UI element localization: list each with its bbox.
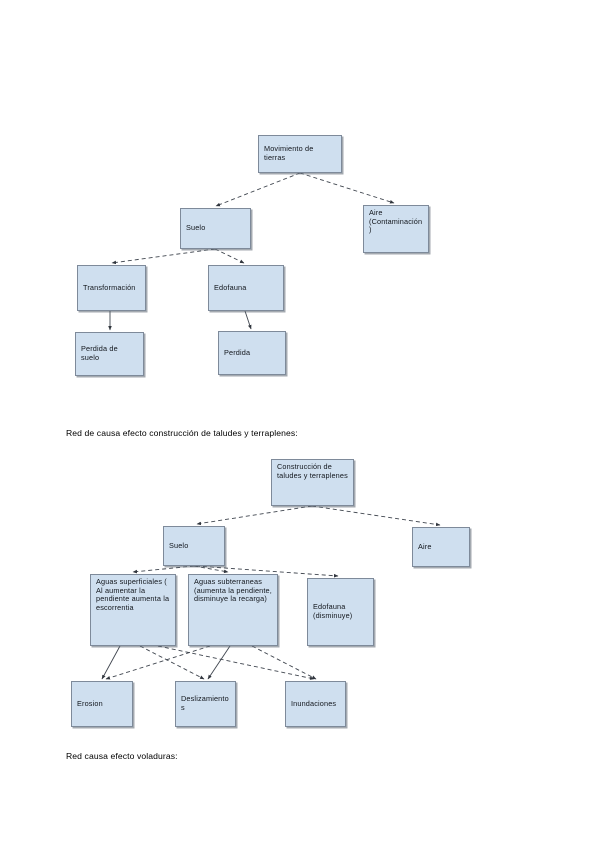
edge-d2suelo-to-aguas-superficiales: [132, 565, 195, 574]
edge-suelo-to-transformacion: [111, 248, 216, 265]
node-inundaciones[interactable]: Inundaciones: [285, 681, 346, 727]
node-perdida-de-suelo[interactable]: Perdida de suelo: [75, 332, 144, 376]
edge-d2root-to-suelo: [196, 505, 313, 526]
edge-root-to-suelo: [215, 172, 301, 207]
node-edofauna-disminuye[interactable]: Edofauna (disminuye): [307, 578, 374, 646]
edge-root-to-aire: [299, 172, 395, 204]
node-movimiento-de-tierras[interactable]: Movimiento de tierras: [258, 135, 342, 173]
node-construccion-taludes-terraplenes[interactable]: Construcción de taludes y terraplenes: [271, 459, 354, 506]
node-aire[interactable]: Aire: [412, 527, 470, 567]
edge-d2suelo-to-aguas-subterraneas: [193, 565, 229, 574]
edge-superficiales-to-deslizamientos: [139, 645, 205, 680]
edge-d2root-to-aire: [311, 505, 441, 527]
caption-construccion-taludes: Red de causa efecto construcción de talu…: [66, 428, 298, 438]
node-erosion[interactable]: Erosion: [71, 681, 133, 727]
edge-superficiales-to-inundaciones: [157, 645, 315, 680]
node-aire-contaminacion[interactable]: Aire (Contaminación): [363, 205, 429, 253]
node-suelo[interactable]: Suelo: [180, 208, 251, 249]
edge-subterraneas-to-deslizamientos: [207, 645, 231, 680]
edge-subterraneas-to-inundaciones: [251, 645, 317, 680]
edge-subterraneas-to-erosion: [105, 645, 211, 680]
edge-superficiales-to-erosion: [101, 645, 121, 680]
node-perdida[interactable]: Perdida: [218, 331, 286, 375]
caption-voladuras: Red causa efecto voladuras:: [66, 751, 178, 761]
node-aguas-subterraneas[interactable]: Aguas subterraneas (aumenta la pendiente…: [188, 574, 278, 646]
node-deslizamientos[interactable]: Deslizamientos: [175, 681, 236, 727]
edge-edofauna-to-perdida: [244, 310, 252, 330]
node-transformacion[interactable]: Transformación: [77, 265, 146, 311]
node-edofauna[interactable]: Edofauna: [208, 265, 284, 311]
edge-suelo-to-edofauna: [214, 248, 245, 264]
node-aguas-superficiales[interactable]: Aguas superficiales ( Al aumentar la pen…: [90, 574, 176, 646]
node-suelo-2[interactable]: Suelo: [163, 526, 225, 566]
